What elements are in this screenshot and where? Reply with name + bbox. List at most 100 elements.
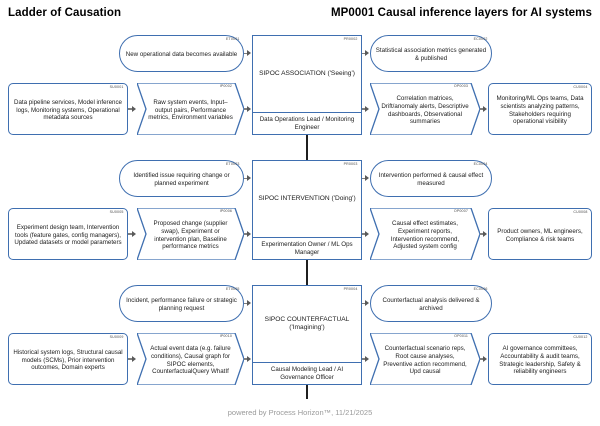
row-1-conn-process-output-arrowhead xyxy=(365,105,370,112)
row-2-conn-process-outcome-arrowhead xyxy=(365,175,370,182)
row-3-process-role: Causal Modeling Lead / AI Governance Off… xyxy=(251,362,363,386)
row-3-event-code: ET0005 xyxy=(226,286,240,291)
row-2-input-shape xyxy=(137,208,244,260)
page-title-right: MP0001 Causal inference layers for AI sy… xyxy=(330,7,592,19)
row-1-conn-event-process-arrowhead xyxy=(247,50,252,57)
row-1-input-label: Raw system events, Input–output pairs, P… xyxy=(148,99,233,122)
row-2-outcome-label: Intervention performed & causal effect m… xyxy=(378,172,484,187)
row-3-event-label: Incident, performance failure or strateg… xyxy=(126,297,237,312)
row-2-conn-output-customer-arrowhead xyxy=(483,230,488,237)
row-3-conn-event-process-arrowhead xyxy=(247,300,252,307)
row-2-conn-process-outcome xyxy=(362,177,366,180)
row-2-conn-event-process-arrowhead xyxy=(247,175,252,182)
row-1-conn-output-customer-arrowhead xyxy=(483,105,488,112)
row-3-conn-supplier-input-arrowhead xyxy=(132,355,137,362)
row-3-outcome-code: EC0006 xyxy=(473,286,488,291)
row-1-event-label: New operational data becomes available xyxy=(125,51,238,59)
row-2-conn-input-process xyxy=(244,233,248,235)
row-2-process-role: Experimentation Owner / ML Ops Manager xyxy=(251,237,363,261)
row-1-outcome-code: EC0002 xyxy=(473,36,488,41)
row-3-process-title: SIPOC COUNTERFACTUAL ('Imagining') xyxy=(264,315,350,331)
row-2-output-code: OP0007 xyxy=(453,208,468,213)
row-1-supplier-label: Data pipeline services, Model inference … xyxy=(14,99,122,122)
row-3-conn-process-outcome-arrowhead xyxy=(365,300,370,307)
row-3-supplier-label: Historical system logs, Structural causa… xyxy=(13,349,123,372)
row-3-supplier-code: SU0009 xyxy=(109,334,124,339)
row-3-conn-event-process xyxy=(244,302,248,305)
row-3-conn-output-customer xyxy=(480,358,484,360)
row-1-output-shape xyxy=(370,83,480,135)
row-3-conn-output-customer-arrowhead xyxy=(483,355,488,362)
row-3-conn-input-process xyxy=(244,358,248,360)
row-1-output-code: OP0003 xyxy=(453,83,468,88)
row-3-conn-tail xyxy=(306,385,308,399)
row-1-input-code: IP0002 xyxy=(219,83,232,88)
row-3-conn-supplier-input xyxy=(128,358,133,360)
row-3-conn-process-outcome xyxy=(362,302,366,305)
footer-credit: powered by Process Horizon™, 11/21/2025 xyxy=(227,408,373,417)
row-2-input-label: Proposed change (supplier swap), Experim… xyxy=(153,220,228,251)
row-1-conn-supplier-input xyxy=(128,108,133,110)
row-1-event-code: ET0001 xyxy=(226,36,240,41)
row-2-conn-event-process xyxy=(244,177,248,180)
row-3-output-shape xyxy=(370,333,480,385)
row-1-conn-process-outcome xyxy=(362,52,366,55)
row-1-customer-label: Monitoring/ML Ops teams, Data scientists… xyxy=(496,95,584,126)
row-1-process-code: PR0002 xyxy=(343,36,358,41)
row-2-conn-process-output xyxy=(362,233,366,235)
row-1-conn-output-customer xyxy=(480,108,484,110)
row-1-supplier-code: SU0001 xyxy=(109,84,124,89)
row-1-process-title: SIPOC ASSOCIATION ('Seeing') xyxy=(259,69,355,77)
row-2-supplier-label: Experiment design team, Intervention too… xyxy=(14,224,122,247)
row-1-conn-input-process xyxy=(244,108,248,110)
row-2-customer-code: CU0008 xyxy=(573,209,588,214)
row-3-input-label: Actual event data (e.g. failure conditio… xyxy=(150,345,231,376)
row-1-conn-supplier-input-arrowhead xyxy=(132,105,137,112)
row-3-input-code: IP0010 xyxy=(219,333,232,338)
row-2-conn-supplier-input-arrowhead xyxy=(132,230,137,237)
row-1-input-shape xyxy=(137,83,244,135)
row-2-input-code: IP0006 xyxy=(219,208,232,213)
row-2-event-label: Identified issue requiring change or pla… xyxy=(133,172,230,187)
row-2-output-shape xyxy=(370,208,480,260)
row-3-customer-code: CU0012 xyxy=(573,334,588,339)
row-2-process-code: PR0003 xyxy=(343,161,358,166)
row-3-conn-process-output xyxy=(362,358,366,360)
row-1-conn-process-output xyxy=(362,108,366,110)
row-1-process-role: Data Operations Lead / Monitoring Engine… xyxy=(251,112,363,136)
row-1-output-label: Correlation matrices, Drift/anomaly aler… xyxy=(381,95,469,126)
row-2-conn-process-output-arrowhead xyxy=(365,230,370,237)
row-3-outcome-label: Counterfactual analysis delivered & arch… xyxy=(382,297,480,312)
row-1-outcome-label: Statistical association metrics generate… xyxy=(375,47,487,62)
row-2-conn-supplier-input xyxy=(128,233,133,235)
row-3-output-code: OP0011 xyxy=(454,333,468,338)
row-2-conn-output-customer xyxy=(480,233,484,235)
row-3-output-label: Counterfactual scenario reps, Root cause… xyxy=(383,345,467,376)
row-2-event-code: ET0003 xyxy=(226,161,240,166)
row-3-process-code: PR0004 xyxy=(343,286,358,291)
row-3-conn-input-process-arrowhead xyxy=(247,355,252,362)
row-2-outcome-code: EC0004 xyxy=(473,161,488,166)
